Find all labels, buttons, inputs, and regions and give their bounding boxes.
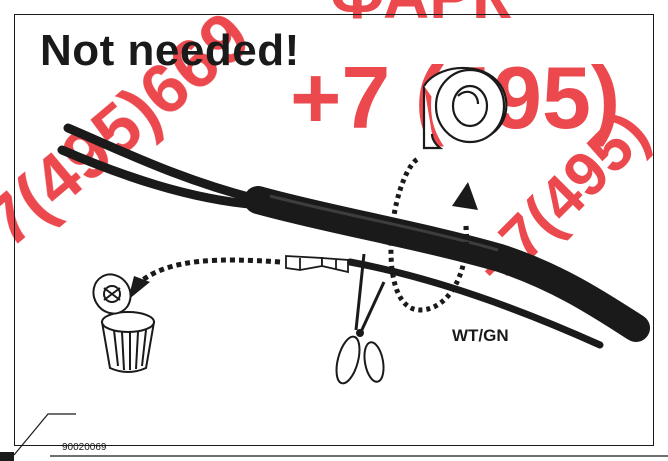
page-title: Not needed! [40,26,300,75]
wire-wt-gn [346,258,604,349]
dotted-arrow-icon [128,257,281,300]
corner-tab [0,452,14,461]
figure-code: 90020069 [62,442,107,453]
page-corner-mark [13,413,668,457]
trash-can-icon [92,273,156,373]
wrap-arrow-icon [388,155,478,313]
svg-text:ФАРК: ФАРК [330,0,512,32]
terminal-connector-icon [285,255,349,274]
cable-harness [57,123,650,349]
cable-sheath [244,186,650,342]
wire-label: WT/GN [452,326,509,345]
scissors-icon [335,253,386,385]
figure-frame [14,14,654,446]
wire-strand-lower [57,145,265,210]
wire-strand-upper [63,123,265,205]
tape-roll-icon [422,66,508,150]
